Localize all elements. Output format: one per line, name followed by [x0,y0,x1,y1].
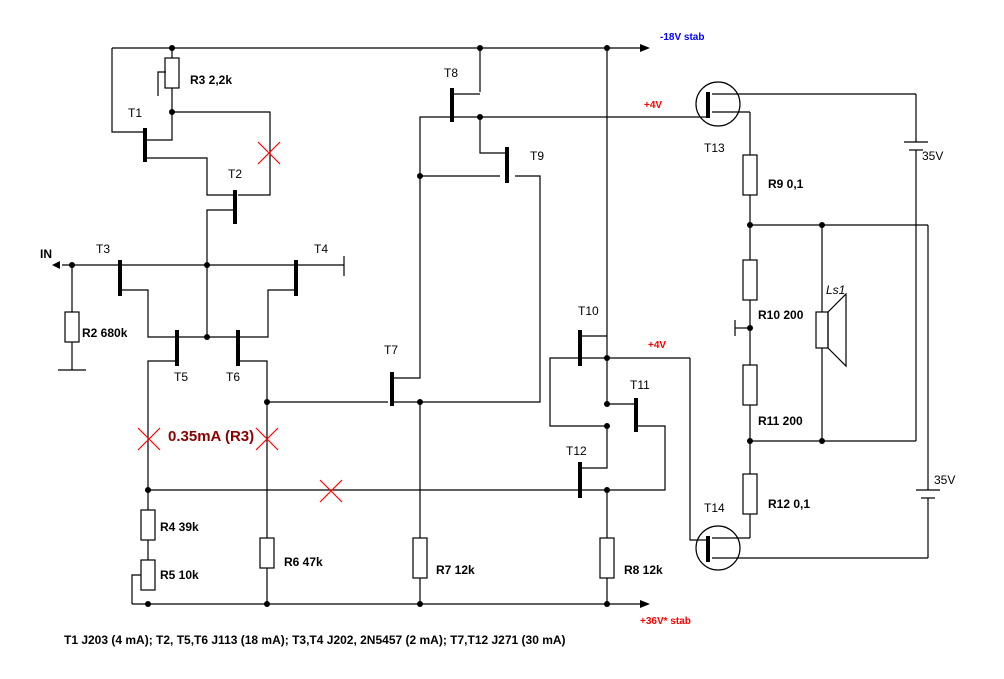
t6-label: T6 [226,370,240,384]
t12-transistor [145,426,610,538]
r12-label: R12 0,1 [768,497,810,511]
input-label: IN [40,247,52,261]
t9-transistor [479,117,509,183]
battery-bottom [916,225,940,558]
t4-label: T4 [314,242,328,256]
t10-transistor [549,330,700,541]
r10-resistor [734,259,758,365]
bias-bottom-label: +4V [648,340,666,351]
t3-label: T3 [96,242,110,256]
t11-transistor [604,358,666,491]
neg-supply-label: -18V stab [660,32,704,43]
t2-label: T2 [228,167,242,181]
r7-label: R7 12k [436,563,475,577]
bias-top-label: +4V [644,100,662,111]
battery-bottom-label: 35V [934,473,955,487]
t14-label: T14 [704,501,725,515]
input-node [52,261,118,371]
t2-transistor [206,190,237,265]
t13-label: T13 [704,141,725,155]
t9-label: T9 [530,149,544,163]
r12-resistor [742,473,758,538]
r5-label: R5 10k [160,568,199,582]
r3-label: R3 2,2k [190,73,232,87]
t1-transistor [143,111,271,196]
r4-resistor [140,509,156,541]
t8-label: T8 [444,66,458,80]
pos-supply-label: +36V* stab [640,616,691,627]
r10-label: R10 200 [758,308,804,322]
r3-resistor [157,48,180,115]
r4-label: R4 39k [160,520,199,534]
cross-marks [137,141,343,503]
r7-resistor [412,537,428,604]
t14-mosfet [695,525,928,571]
t7-label: T7 [384,343,398,357]
t10-label: T10 [578,304,599,318]
battery-top-label: 35V [922,149,943,163]
r9-resistor [742,154,928,260]
t11-label: T11 [630,378,650,392]
pos-supply-rail [132,600,650,608]
t3-transistor [118,260,295,338]
t7-transistor [264,175,541,538]
current-note: 0.35mA (R3) [168,428,254,445]
t5-label: T5 [174,370,188,384]
r9-label: R9 0,1 [768,177,804,191]
t8-transistor [417,88,700,179]
r11-label: R11 200 [758,414,803,428]
legend-text: T1 J203 (4 mA); T2, T5,T6 J113 (18 mA); … [64,633,566,647]
r11-resistor [742,364,916,474]
neg-supply-rail [111,44,650,358]
r5-resistor [131,559,156,604]
r6-resistor [259,537,275,604]
r8-label: R8 12k [624,563,663,577]
r8-resistor [599,537,615,604]
t4-transistor [240,256,345,338]
r6-label: R6 47k [284,555,323,569]
battery-top [904,94,928,441]
r2-label: R2 680k [82,326,128,340]
speaker-label: Ls1 [826,283,845,297]
t1-label: T1 [128,106,142,120]
t12-label: T12 [566,444,587,458]
t13-mosfet [695,81,916,155]
speaker-icon [815,225,847,441]
